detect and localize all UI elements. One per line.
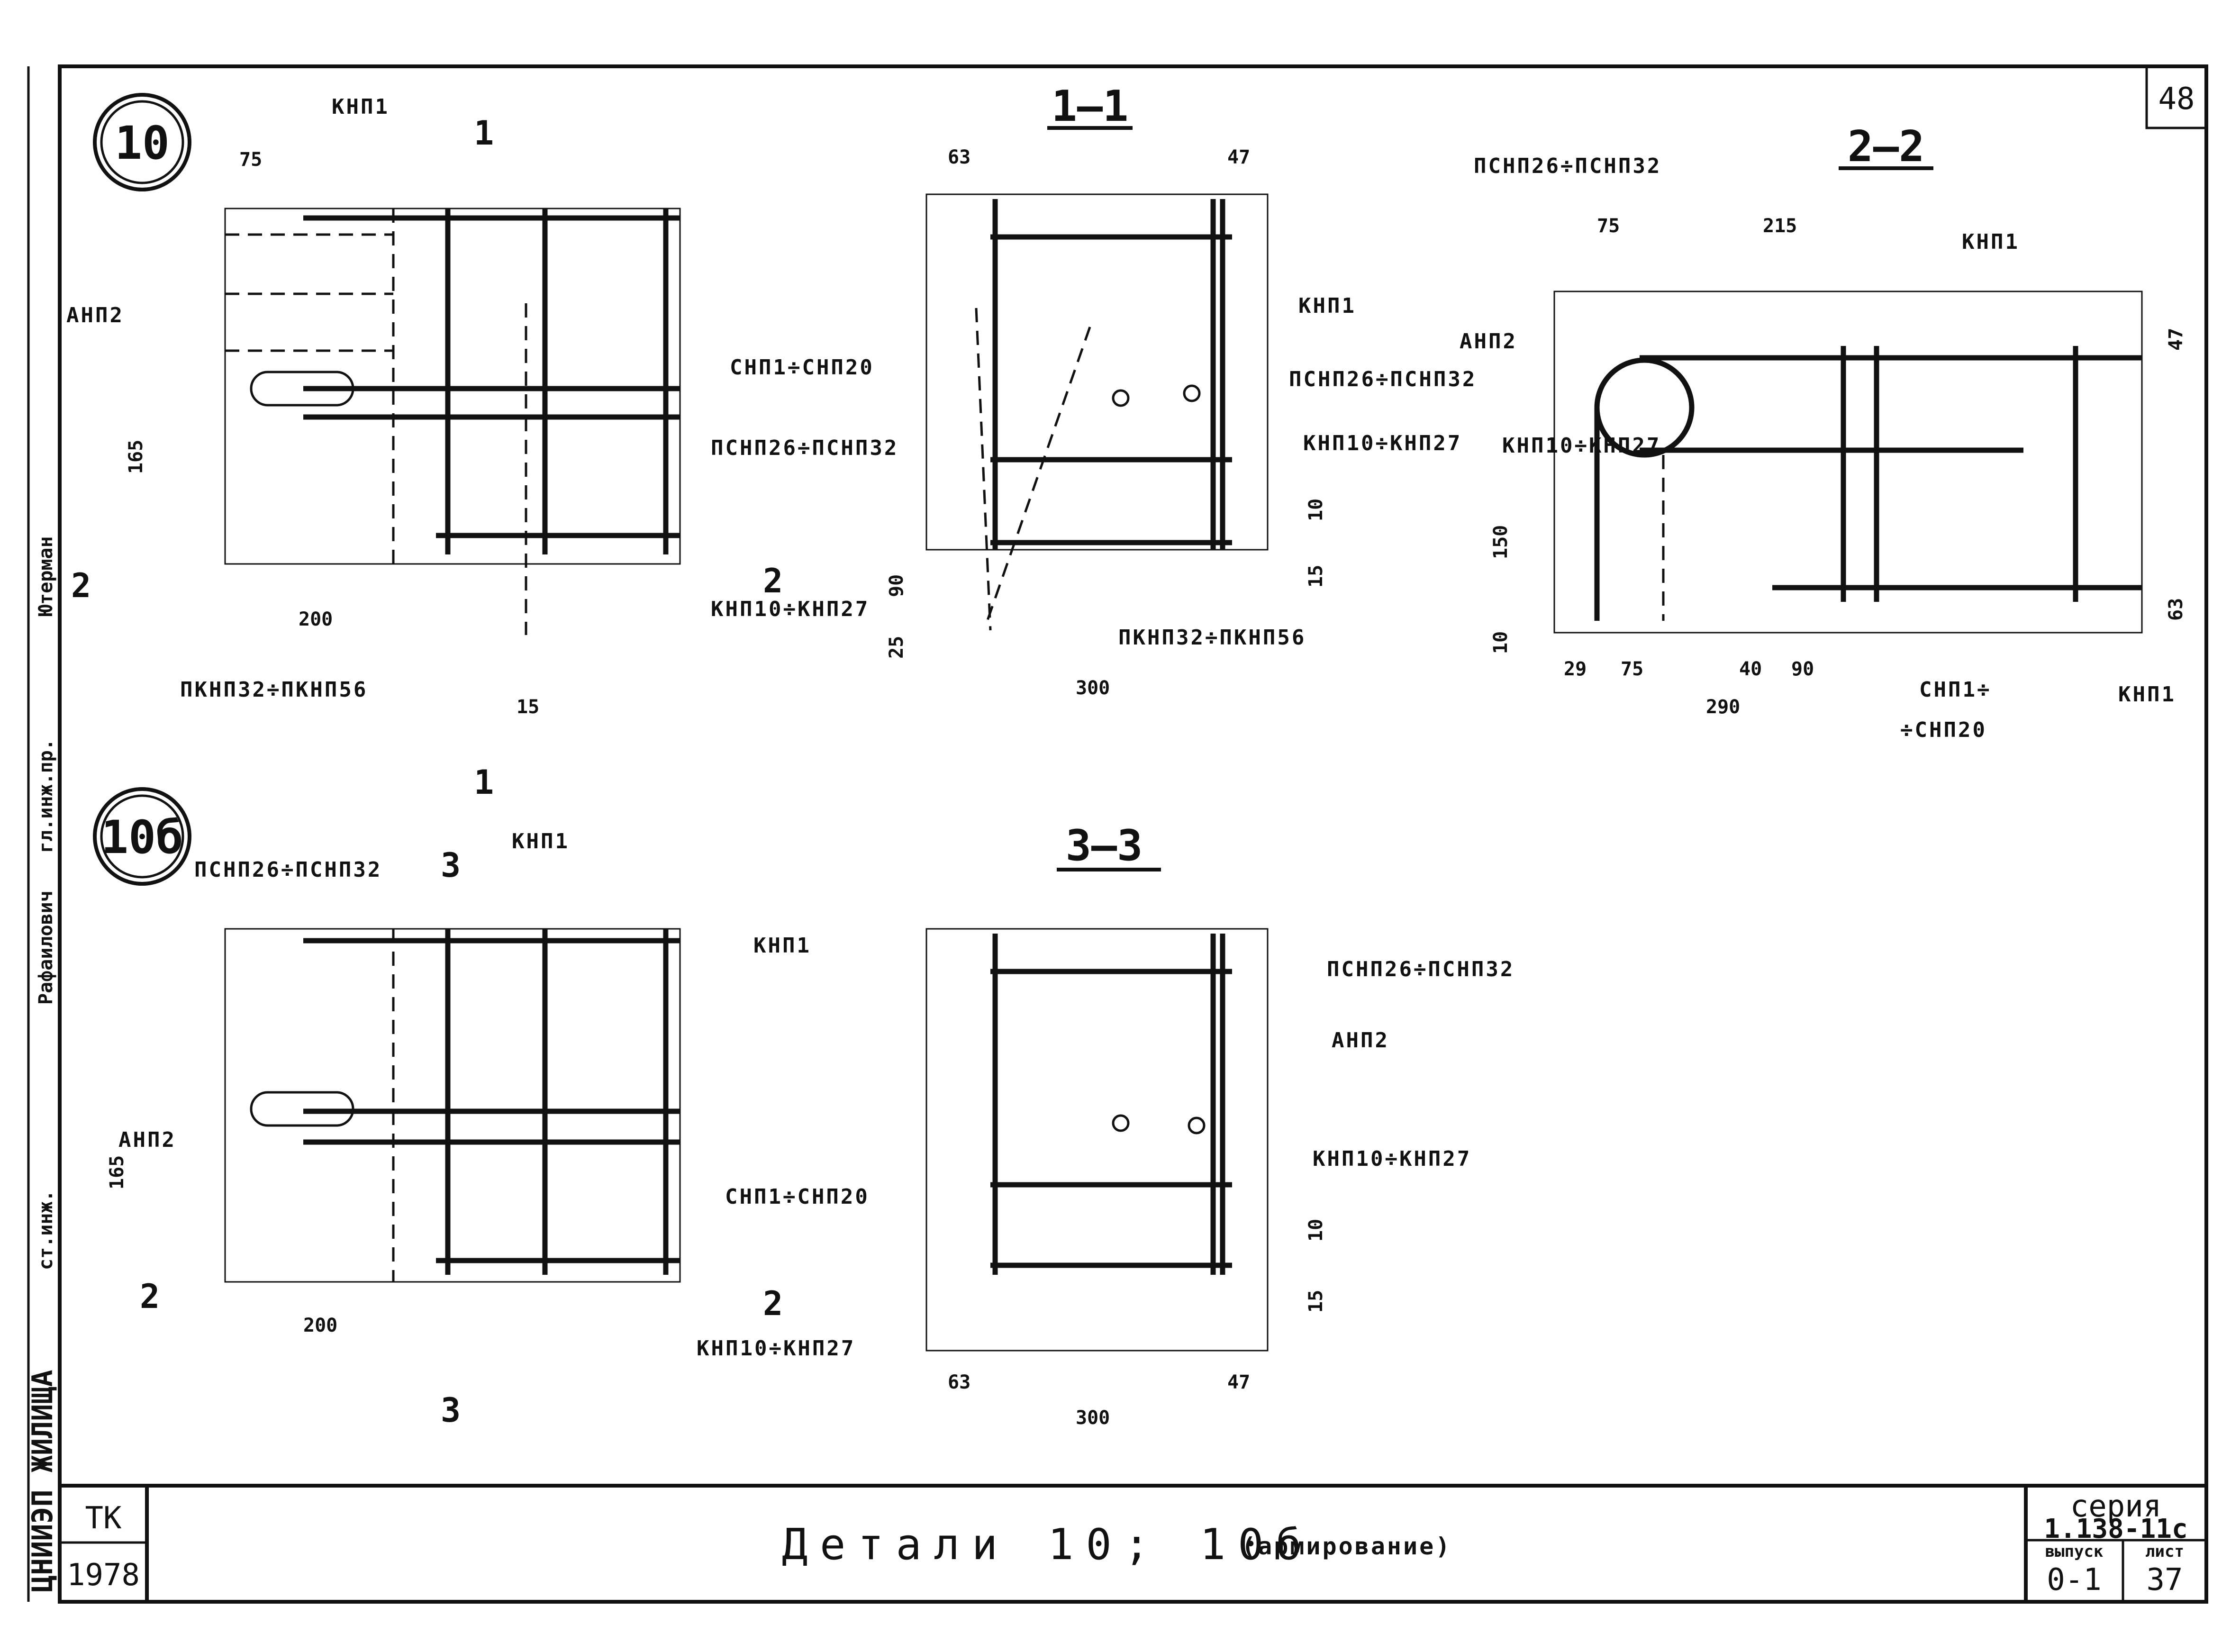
label-snp-a2: СНП1÷ — [1919, 678, 1991, 702]
series-value: 1.138-11с — [2044, 1514, 2187, 1544]
detail-10-plan — [93, 93, 681, 635]
side-role-3: Рафаилович — [35, 890, 57, 1005]
label-knp1-c: КНП1 — [1962, 230, 2020, 254]
detail-10b-number: 10б — [101, 811, 183, 864]
cut-2-left: 2 — [71, 566, 91, 605]
label-pskp-d: ПСНП26÷ПСНП32 — [194, 858, 382, 882]
dim-47-b: 47 — [2165, 328, 2187, 351]
dim-75-c: 75 — [1621, 658, 1643, 680]
dim-165-b: 165 — [106, 1155, 128, 1189]
sheet-value: 37 — [2146, 1562, 2183, 1598]
dim-15-b: 15 — [1305, 565, 1327, 588]
dim-63-b: 63 — [2165, 598, 2187, 621]
sheet-title: Детали 10; 10б — [782, 1520, 1314, 1570]
label-pskp-b: ПСНП26÷ПСНП32 — [1289, 367, 1477, 391]
label-knp1-a: КНП1 — [332, 95, 390, 119]
sheet-frame — [27, 64, 2208, 1604]
cut-2-right-b: 2 — [763, 1284, 783, 1323]
dim-10-c: 10 — [1305, 1219, 1327, 1242]
label-snp-a: СНП1÷СНП20 — [730, 355, 874, 380]
label-knp10-a: КНП10÷КНП27 — [711, 597, 870, 621]
label-knp10-d: КНП10÷КНП27 — [697, 1336, 855, 1361]
dim-47-c: 47 — [1227, 1371, 1250, 1393]
cut-3-top: 3 — [441, 846, 461, 885]
label-anp2-c: АНП2 — [118, 1128, 176, 1152]
label-knp10-b: КНП10÷КНП27 — [1303, 431, 1462, 455]
dim-90-a: 90 — [886, 574, 907, 597]
label-pskp-e: ПСНП26÷ПСНП32 — [1327, 957, 1514, 981]
side-role-1: ст.инж. — [35, 1190, 57, 1270]
dim-15-a: 15 — [517, 696, 539, 718]
dim-200-b: 200 — [303, 1315, 337, 1336]
label-snp-b2: ÷СНП20 — [1900, 718, 1987, 742]
label-knp1-b: КНП1 — [1298, 294, 1356, 318]
label-anp2-d: АНП2 — [1332, 1028, 1389, 1053]
dim-10-a: 10 — [1305, 499, 1327, 521]
dim-290: 290 — [1706, 696, 1740, 718]
cut-2-left-b: 2 — [140, 1277, 160, 1316]
sheet-label: лист — [2145, 1542, 2184, 1561]
label-knp10-c: КНП10÷КНП27 — [1502, 434, 1661, 458]
section-3-3-title: 3—3 — [1066, 821, 1143, 871]
dim-215: 215 — [1763, 215, 1797, 237]
label-knp10-e: КНП10÷КНП27 — [1313, 1147, 1471, 1171]
issue-label: выпуск — [2045, 1542, 2104, 1561]
detail-10-number: 10 — [115, 117, 170, 170]
dim-40: 40 — [1739, 658, 1762, 680]
cut-2-right: 2 — [763, 562, 783, 600]
detail-10b-plan — [93, 787, 681, 1283]
page-number: 48 — [2158, 82, 2195, 117]
cut-1-bottom: 1 — [474, 763, 494, 802]
dim-63-c: 63 — [948, 1371, 970, 1393]
series-label: серия — [2070, 1489, 2162, 1524]
side-role-2: гл.инж.пр. — [35, 739, 57, 853]
label-pknp-a: ПКНП32÷ПКНП56 — [180, 678, 368, 702]
issue-value: 0-1 — [2047, 1562, 2102, 1598]
dim-300-b: 300 — [1076, 1407, 1110, 1429]
label-knp1-d: КНП1 — [2118, 682, 2176, 707]
side-org: ЦНИИЭП ЖИЛИЩА — [26, 1370, 59, 1592]
dim-300-a: 300 — [1076, 677, 1110, 699]
section-3-3 — [925, 868, 1269, 1352]
section-2-2-title: 2—2 — [1848, 122, 1925, 172]
section-1-1-title: 1—1 — [1052, 82, 1129, 131]
dim-10-b: 10 — [1490, 631, 1512, 654]
dim-47-a: 47 — [1227, 146, 1250, 168]
dim-200-a: 200 — [299, 608, 333, 630]
dim-150: 150 — [1490, 525, 1512, 559]
dim-90-b: 90 — [1791, 658, 1814, 680]
dim-75-b: 75 — [1597, 215, 1620, 237]
cut-3-bottom: 3 — [441, 1391, 461, 1430]
label-anp2-b: АНП2 — [1460, 329, 1517, 354]
label-snp-b: СНП1÷СНП20 — [725, 1185, 870, 1209]
sheet-year: 1978 — [67, 1558, 140, 1593]
sheet-subtitle: (армирование) — [1242, 1533, 1451, 1560]
dim-75-a: 75 — [239, 149, 262, 171]
dim-63-a: 63 — [948, 146, 970, 168]
label-pskp-a: ПСНП26÷ПСНП32 — [711, 436, 898, 460]
label-anp2-a: АНП2 — [66, 303, 124, 327]
label-pknp-b: ПКНП32÷ПКНП56 — [1118, 626, 1306, 650]
dim-15-c: 15 — [1305, 1290, 1327, 1313]
label-knp1-e: КНП1 — [512, 829, 570, 853]
dim-29: 29 — [1564, 658, 1587, 680]
sheet-code: ТК — [85, 1501, 122, 1536]
cut-1-top: 1 — [474, 114, 494, 153]
section-1-1 — [925, 126, 1269, 631]
label-pskp-c: ПСНП26÷ПСНП32 — [1474, 154, 1661, 178]
section-2-2 — [1553, 166, 2143, 634]
label-knp1-f: КНП1 — [753, 934, 811, 958]
side-stamp: ЦНИИЭП ЖИЛИЩА ст.инж. гл.инж.пр. Рафаило… — [26, 536, 59, 1592]
dim-25-a: 25 — [886, 636, 907, 659]
dim-165-a: 165 — [125, 440, 147, 474]
side-role-4: Ютерман — [35, 536, 57, 616]
